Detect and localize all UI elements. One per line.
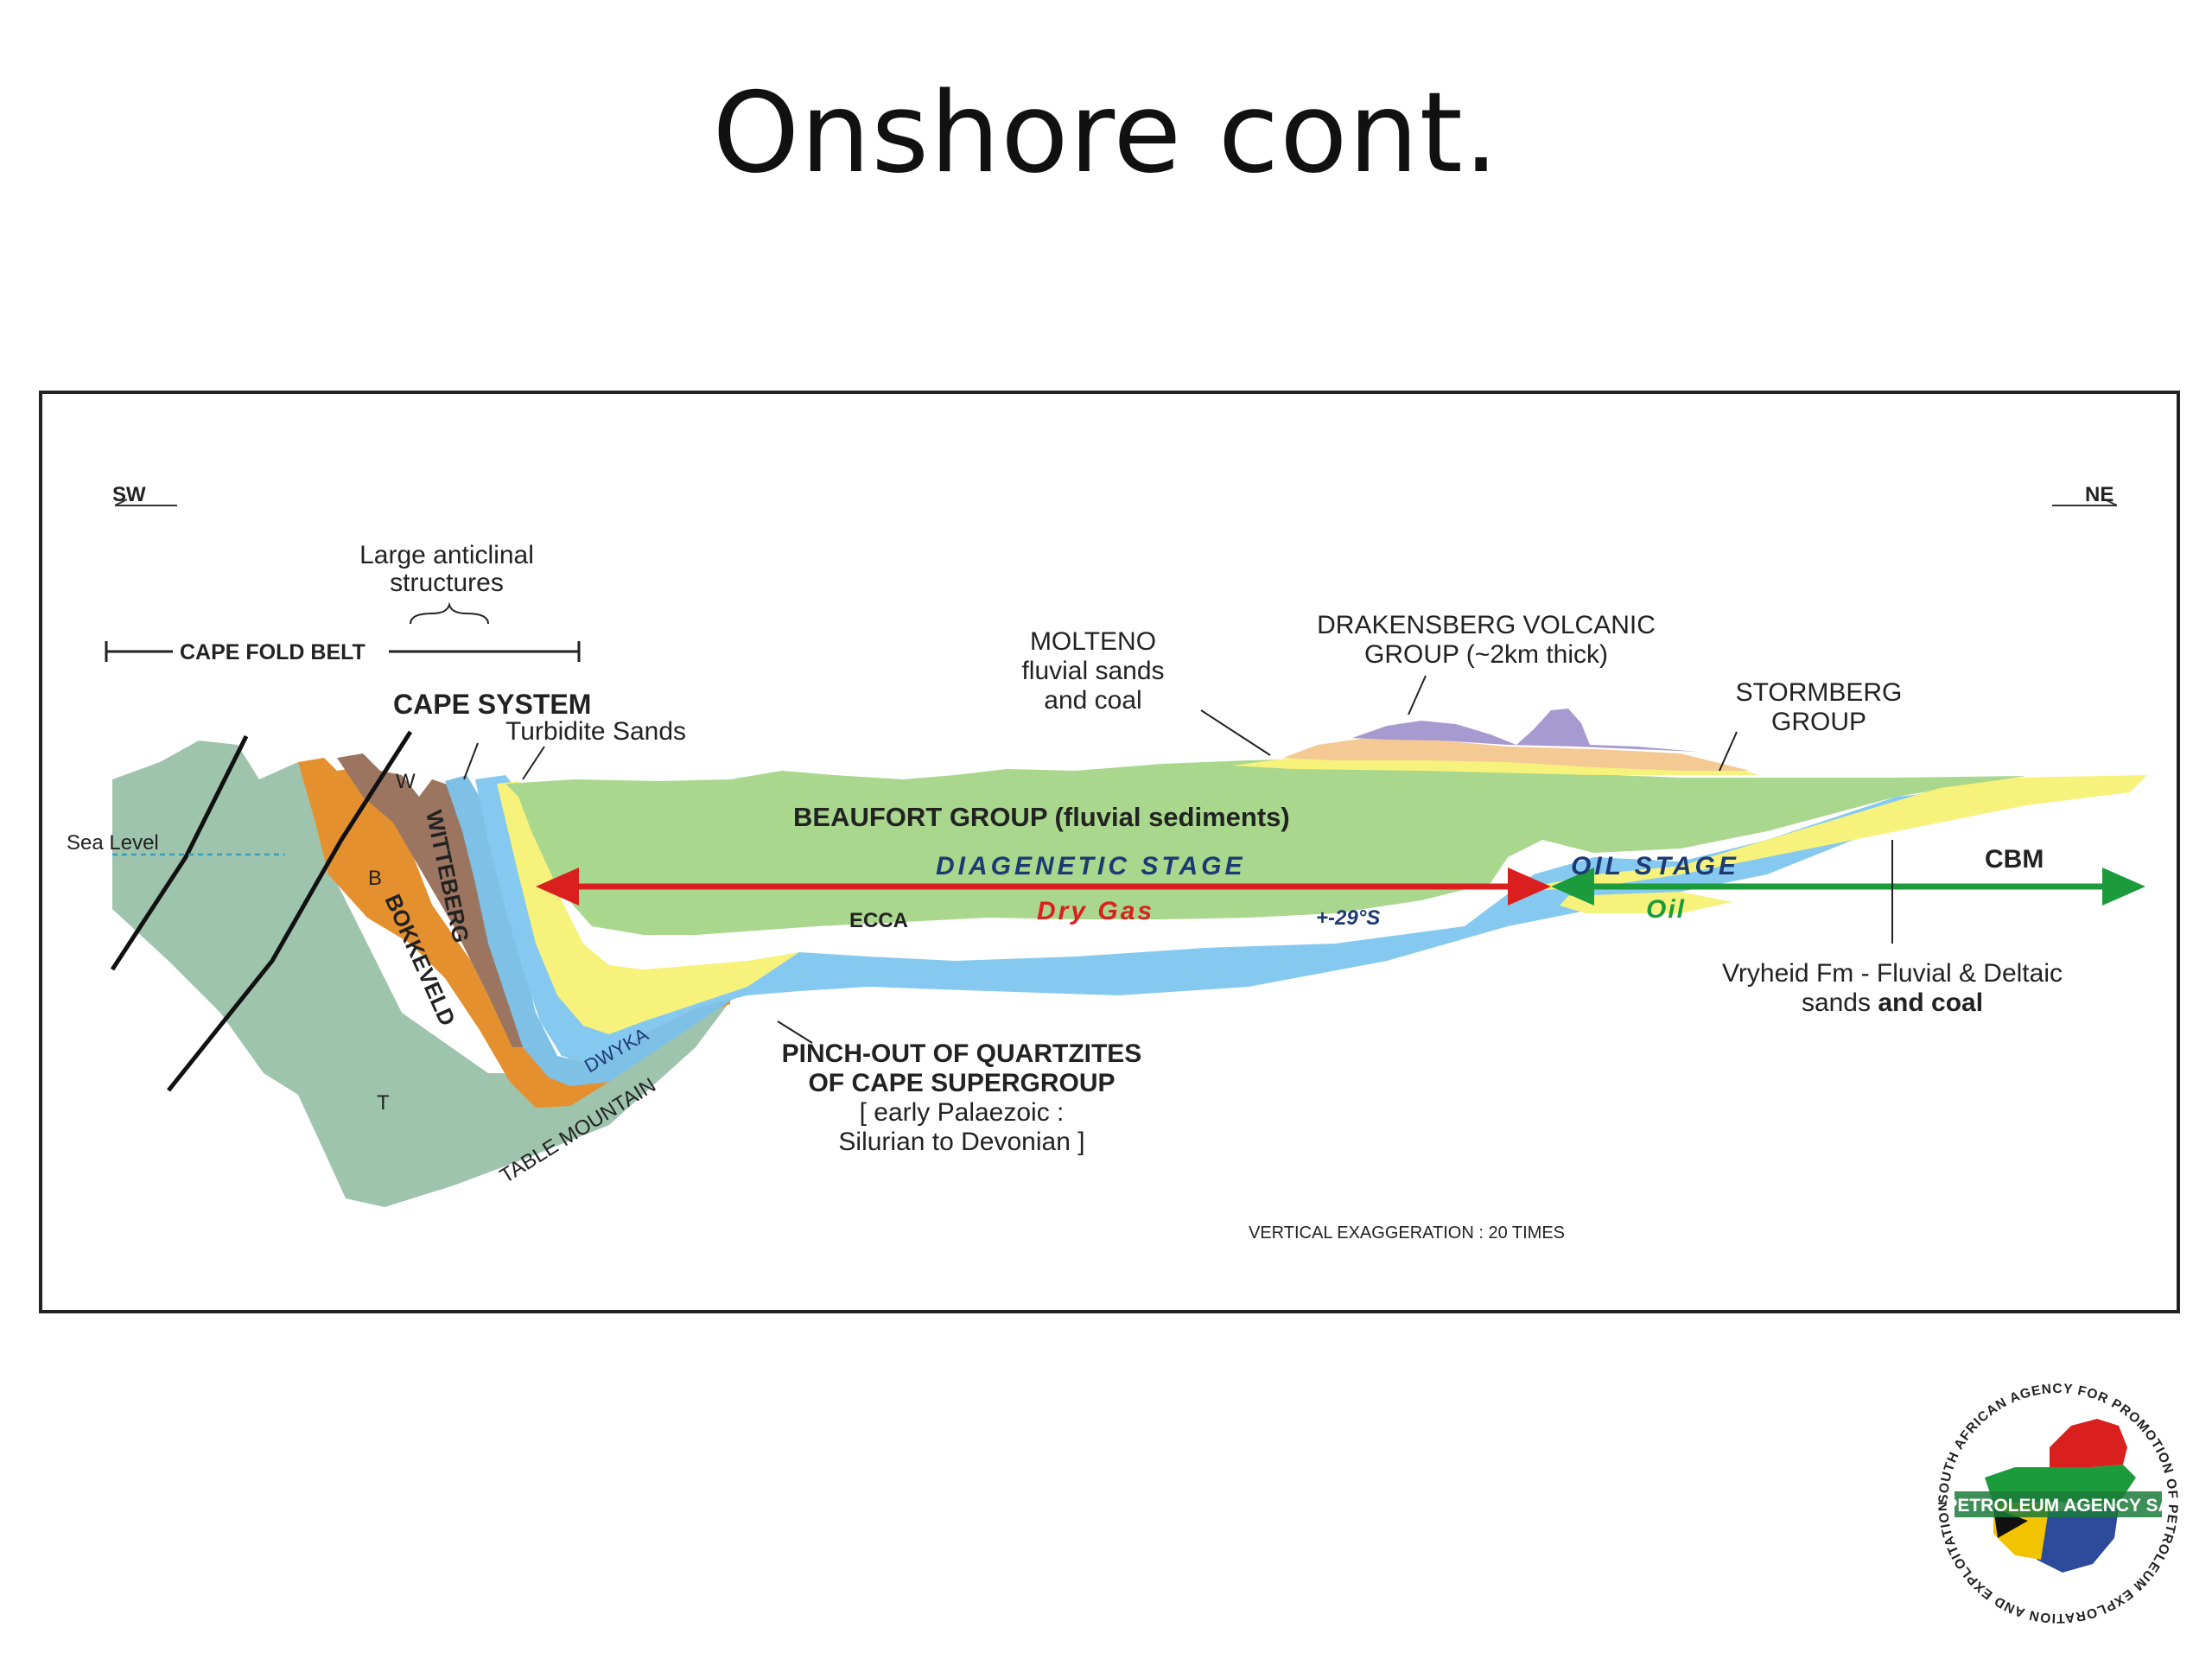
dry-gas-label: Dry Gas [1037,897,1154,925]
oil-stage-label: OIL STAGE [1571,852,1739,880]
vertical-exaggeration-note: VERTICAL EXAGGERATION : 20 TIMES [1249,1224,1565,1243]
direction-sw: SW [112,483,146,506]
green-arrow-head-right [2102,868,2145,906]
red-arrow-head-right [1508,868,1551,906]
ne-arrow [2052,499,2118,506]
diagenetic-stage-label: DIAGENETIC STAGE [936,852,1245,880]
vryheid-label-line2: sands and coal [1802,988,1983,1017]
pinch-out-label-line2: OF CAPE SUPERGROUP [808,1069,1115,1097]
ecca-unit [475,775,2026,1065]
green-arrow-head-left [1551,868,1594,906]
anticlinal-label-line2: structures [390,569,504,597]
fault-line [167,730,413,1092]
leader-line [1719,731,1738,772]
drakensberg-volcanics [1352,709,1698,752]
molteno-label-line3: and coal [1044,686,1141,715]
oil-lens [1560,892,1732,913]
latitude-label: +-29°S [1316,906,1380,930]
molteno-label-line1: MOLTENO [1030,627,1156,656]
molteno-label-line2: fluvial sands [1021,657,1164,685]
unit-label-b: B [368,867,382,890]
anticlinal-label-line1: Large anticlinal [359,541,534,569]
stormberg-label-line1: STORMBERG [1736,678,1903,707]
yellow-pinch-sands [497,781,799,1034]
pinch-out-label-line1: PINCH-OUT OF QUARTZITES [782,1039,1142,1068]
witteberg-unit [337,753,531,1047]
ecca-label: ECCA [849,909,908,932]
direction-ne: NE [2085,483,2113,506]
pinch-out-age-line1: [ early Palaezoic : [860,1098,1065,1127]
stormberg-label-line2: GROUP [1771,708,1866,736]
leader-line [522,746,545,780]
petroleum-agency-logo: SOUTH AFRICAN AGENCY FOR PROMOTION OF PE… [1936,1382,2179,1625]
oil-yellow-band [1508,775,2147,892]
dwyka-unit [445,775,739,1086]
drakensberg-label-line1: DRAKENSBERG VOLCANIC [1317,611,1656,639]
leader-line [1200,709,1271,756]
pinch-out-age-line2: Silurian to Devonian ] [838,1128,1084,1156]
fault-line [110,734,249,971]
cape-system-label: CAPE SYSTEM [393,689,591,720]
unit-label-w: W [396,770,416,793]
vryheid-label-line1: Vryheid Fm - Fluvial & Deltaic [1722,959,2063,988]
cbm-label: CBM [1985,845,2044,874]
logo-banner [1955,1491,2162,1517]
red-arrow-head-left [536,868,579,906]
vryheid-and-coal: and coal [1878,988,1983,1017]
leader-line [463,742,479,780]
bokkeveld-unit [298,758,730,1108]
leader-line [1408,675,1427,715]
drakensberg-label-line2: GROUP (~2km thick) [1364,640,1608,669]
anticline-brace [410,601,489,625]
sw-arrow [114,499,177,506]
unit-label-t: T [377,1091,390,1115]
geological-cross-section: SW NE Large anticlinal structures CAPE F… [67,483,2147,1243]
slide-title: Onshore cont. [712,69,1500,198]
vryheid-sands: sands [1802,988,1871,1017]
beaufort-unit [505,758,2026,935]
logo-map-red [2050,1419,2127,1469]
cape-fold-belt-label: CAPE FOLD BELT [180,640,365,664]
logo-map-blue [2037,1508,2119,1573]
sea-level-label: Sea Level [67,831,159,855]
beaufort-group-label: BEAUFORT GROUP (fluvial sediments) [793,802,1290,832]
leader-line [777,1020,813,1044]
logo-banner-text: PETROLEUM AGENCY SA [1945,1496,2171,1516]
stormberg-unit [1283,736,1750,771]
oil-label: Oil [1646,895,1686,924]
turbidite-sands-label: Turbidite Sands [505,717,686,746]
